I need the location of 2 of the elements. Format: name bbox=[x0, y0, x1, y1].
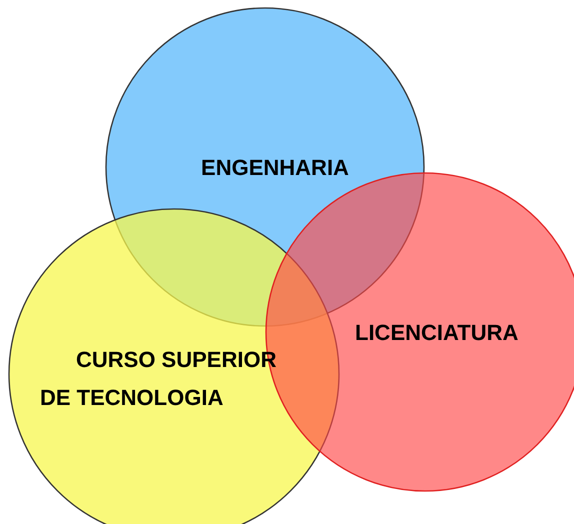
circle-label: LICENCIATURA bbox=[355, 319, 520, 347]
circle-label: ENGENHARIA bbox=[200, 154, 350, 182]
